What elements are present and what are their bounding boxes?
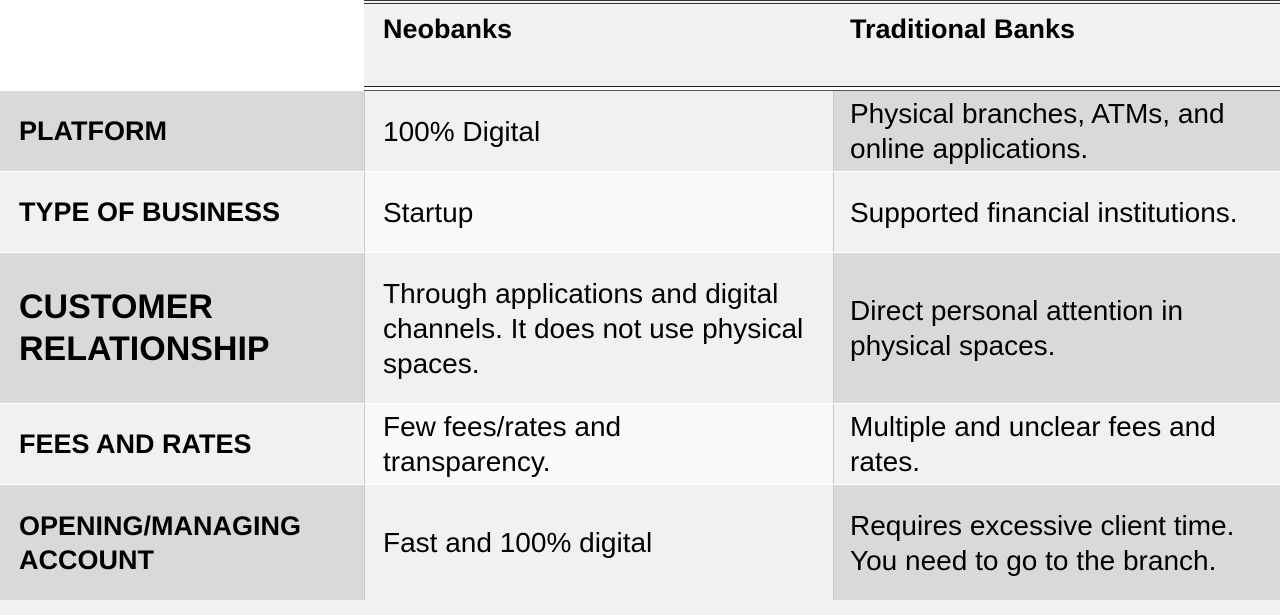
column-divider-1: [364, 91, 365, 600]
cell-type-neobanks: Startup: [364, 172, 834, 252]
header-traditional-label: Traditional Banks: [850, 14, 1076, 44]
header-traditional-banks: Traditional Banks: [834, 0, 1280, 86]
row-divider: [0, 403, 1280, 404]
row-label-opening-managing-account: OPENING/MANAGING ACCOUNT: [0, 485, 364, 600]
row-divider: [0, 171, 1280, 172]
cell-fees-traditional: Multiple and unclear fees and rates.: [834, 404, 1280, 484]
row-label-fees-and-rates: FEES AND RATES: [0, 404, 364, 484]
header-neobanks: Neobanks: [364, 0, 834, 86]
cell-fees-neobanks: Few fees/rates and transparency.: [364, 404, 834, 484]
row-label-customer-relationship: CUSTOMER RELATIONSHIP: [0, 253, 364, 403]
cell-customer-traditional: Direct personal attention in physical sp…: [834, 253, 1280, 403]
cell-customer-neobanks: Through applications and digital channel…: [364, 253, 834, 403]
cell-platform-traditional: Physical branches, ATMs, and online appl…: [834, 91, 1280, 171]
cell-opening-traditional: Requires excessive client time. You need…: [834, 485, 1280, 600]
row-label-type-of-business: TYPE OF BUSINESS: [0, 172, 364, 252]
row-divider: [0, 252, 1280, 253]
column-divider-2: [833, 91, 834, 600]
row-label-platform: PLATFORM: [0, 91, 364, 171]
cell-opening-neobanks: Fast and 100% digital: [364, 485, 834, 600]
header-neobanks-label: Neobanks: [383, 14, 513, 44]
cell-type-traditional: Supported financial institutions.: [834, 172, 1280, 252]
cell-platform-neobanks: 100% Digital: [364, 91, 834, 171]
header-divider: [364, 86, 1280, 91]
row-divider: [0, 484, 1280, 485]
table-footer-strip: [0, 600, 1280, 615]
